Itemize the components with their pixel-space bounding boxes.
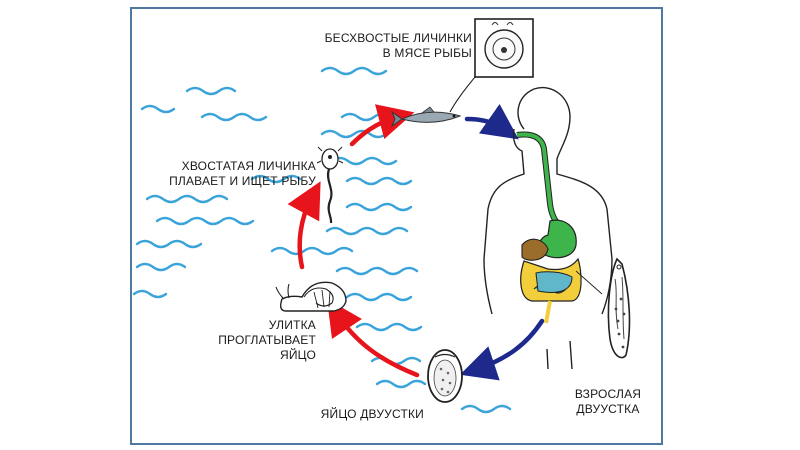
arrow-fish-to-human xyxy=(464,103,519,140)
water-waves xyxy=(132,66,512,414)
lifecycle-illustration xyxy=(132,18,631,414)
diagram-frame: БЕСХВОСТЫЕ ЛИЧИНКИ В МЯСЕ РЫБЫ ХВОСТАТАЯ… xyxy=(130,7,663,445)
arrow-human-to-egg xyxy=(459,318,545,381)
human-figure xyxy=(483,86,613,370)
arrow-larva-to-fish xyxy=(349,104,415,147)
tailed-larva xyxy=(316,146,344,224)
cycle-arrows xyxy=(287,103,545,381)
larvae-inset xyxy=(449,18,534,113)
adult-fluke xyxy=(607,257,631,359)
arrow-snail-to-larva xyxy=(287,181,321,270)
label-adult-fluke: ВЗРОСЛАЯ ДВУУСТКА xyxy=(574,387,642,416)
snail xyxy=(275,281,347,312)
label-snail: УЛИТКА ПРОГЛАТЫВАЕТ ЯЙЦО xyxy=(218,318,316,362)
label-tailless-larvae: БЕСХВОСТЫЕ ЛИЧИНКИ В МЯСЕ РЫБЫ xyxy=(324,31,472,60)
fluke-egg xyxy=(427,349,463,403)
fish xyxy=(390,106,462,128)
digestive-tract xyxy=(516,131,603,324)
label-tailed-larva: ХВОСТАТАЯ ЛИЧИНКА ПЛАВАЕТ И ИЩЕТ РЫБУ xyxy=(169,159,316,188)
label-egg: ЯЙЦО ДВУУСТКИ xyxy=(320,407,424,421)
arrow-egg-to-snail xyxy=(327,299,420,378)
